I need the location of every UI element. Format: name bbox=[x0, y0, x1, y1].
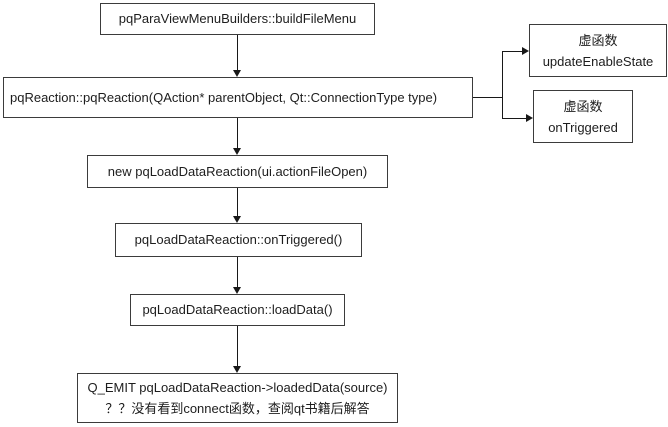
connector-build-file-menu-to-ctor bbox=[237, 35, 238, 70]
node-pq-reaction-constructor-label: pqReaction::pqReaction(QAction* parentOb… bbox=[10, 89, 438, 105]
node-virtual-on-triggered-line1: 虚函数 bbox=[563, 98, 603, 114]
arrow-down-icon bbox=[233, 366, 241, 373]
arrow-right-icon bbox=[526, 114, 533, 122]
arrow-down-icon bbox=[233, 287, 241, 294]
arrow-down-icon bbox=[233, 148, 241, 155]
arrow-right-icon bbox=[522, 47, 529, 55]
node-virtual-on-triggered: 虚函数 onTriggered bbox=[533, 90, 633, 143]
node-new-load-data-reaction-label: new pqLoadDataReaction(ui.actionFileOpen… bbox=[107, 163, 368, 179]
node-load-data-reaction-load-data: pqLoadDataReaction::loadData() bbox=[130, 294, 345, 326]
node-new-load-data-reaction: new pqLoadDataReaction(ui.actionFileOpen… bbox=[87, 155, 388, 188]
node-virtual-update-enable-state: 虚函数 updateEnableState bbox=[529, 24, 667, 77]
node-load-data-reaction-on-triggered: pqLoadDataReaction::onTriggered() bbox=[115, 223, 362, 257]
connector-branch-vertical bbox=[502, 51, 503, 119]
node-virtual-on-triggered-line2: onTriggered bbox=[548, 119, 618, 135]
arrow-down-icon bbox=[233, 216, 241, 223]
node-virtual-update-enable-state-line1: 虚函数 bbox=[578, 32, 618, 48]
connector-ctor-to-new-reaction bbox=[237, 118, 238, 148]
connector-on-triggered-to-load-data bbox=[237, 257, 238, 287]
connector-branch-stem bbox=[473, 97, 503, 98]
connector-to-update-enable-state bbox=[502, 51, 522, 52]
connector-new-reaction-to-on-triggered bbox=[237, 188, 238, 216]
node-build-file-menu: pqParaViewMenuBuilders::buildFileMenu bbox=[100, 3, 375, 35]
node-emit-loaded-data-line1: Q_EMIT pqLoadDataReaction->loadedData(so… bbox=[87, 380, 388, 395]
node-build-file-menu-label: pqParaViewMenuBuilders::buildFileMenu bbox=[118, 11, 357, 26]
node-virtual-update-enable-state-line2: updateEnableState bbox=[542, 53, 654, 69]
node-load-data-reaction-load-data-label: pqLoadDataReaction::loadData() bbox=[142, 302, 333, 317]
node-emit-loaded-data: Q_EMIT pqLoadDataReaction->loadedData(so… bbox=[77, 373, 398, 423]
node-load-data-reaction-on-triggered-label: pqLoadDataReaction::onTriggered() bbox=[134, 232, 343, 247]
node-emit-loaded-data-line2: ？？没有看到connect函数，查阅qt书籍后解答 bbox=[105, 401, 370, 416]
arrow-down-icon bbox=[233, 70, 241, 77]
connector-load-data-to-emit bbox=[237, 326, 238, 366]
connector-to-virtual-on-triggered bbox=[502, 118, 526, 119]
node-pq-reaction-constructor: pqReaction::pqReaction(QAction* parentOb… bbox=[3, 77, 473, 118]
